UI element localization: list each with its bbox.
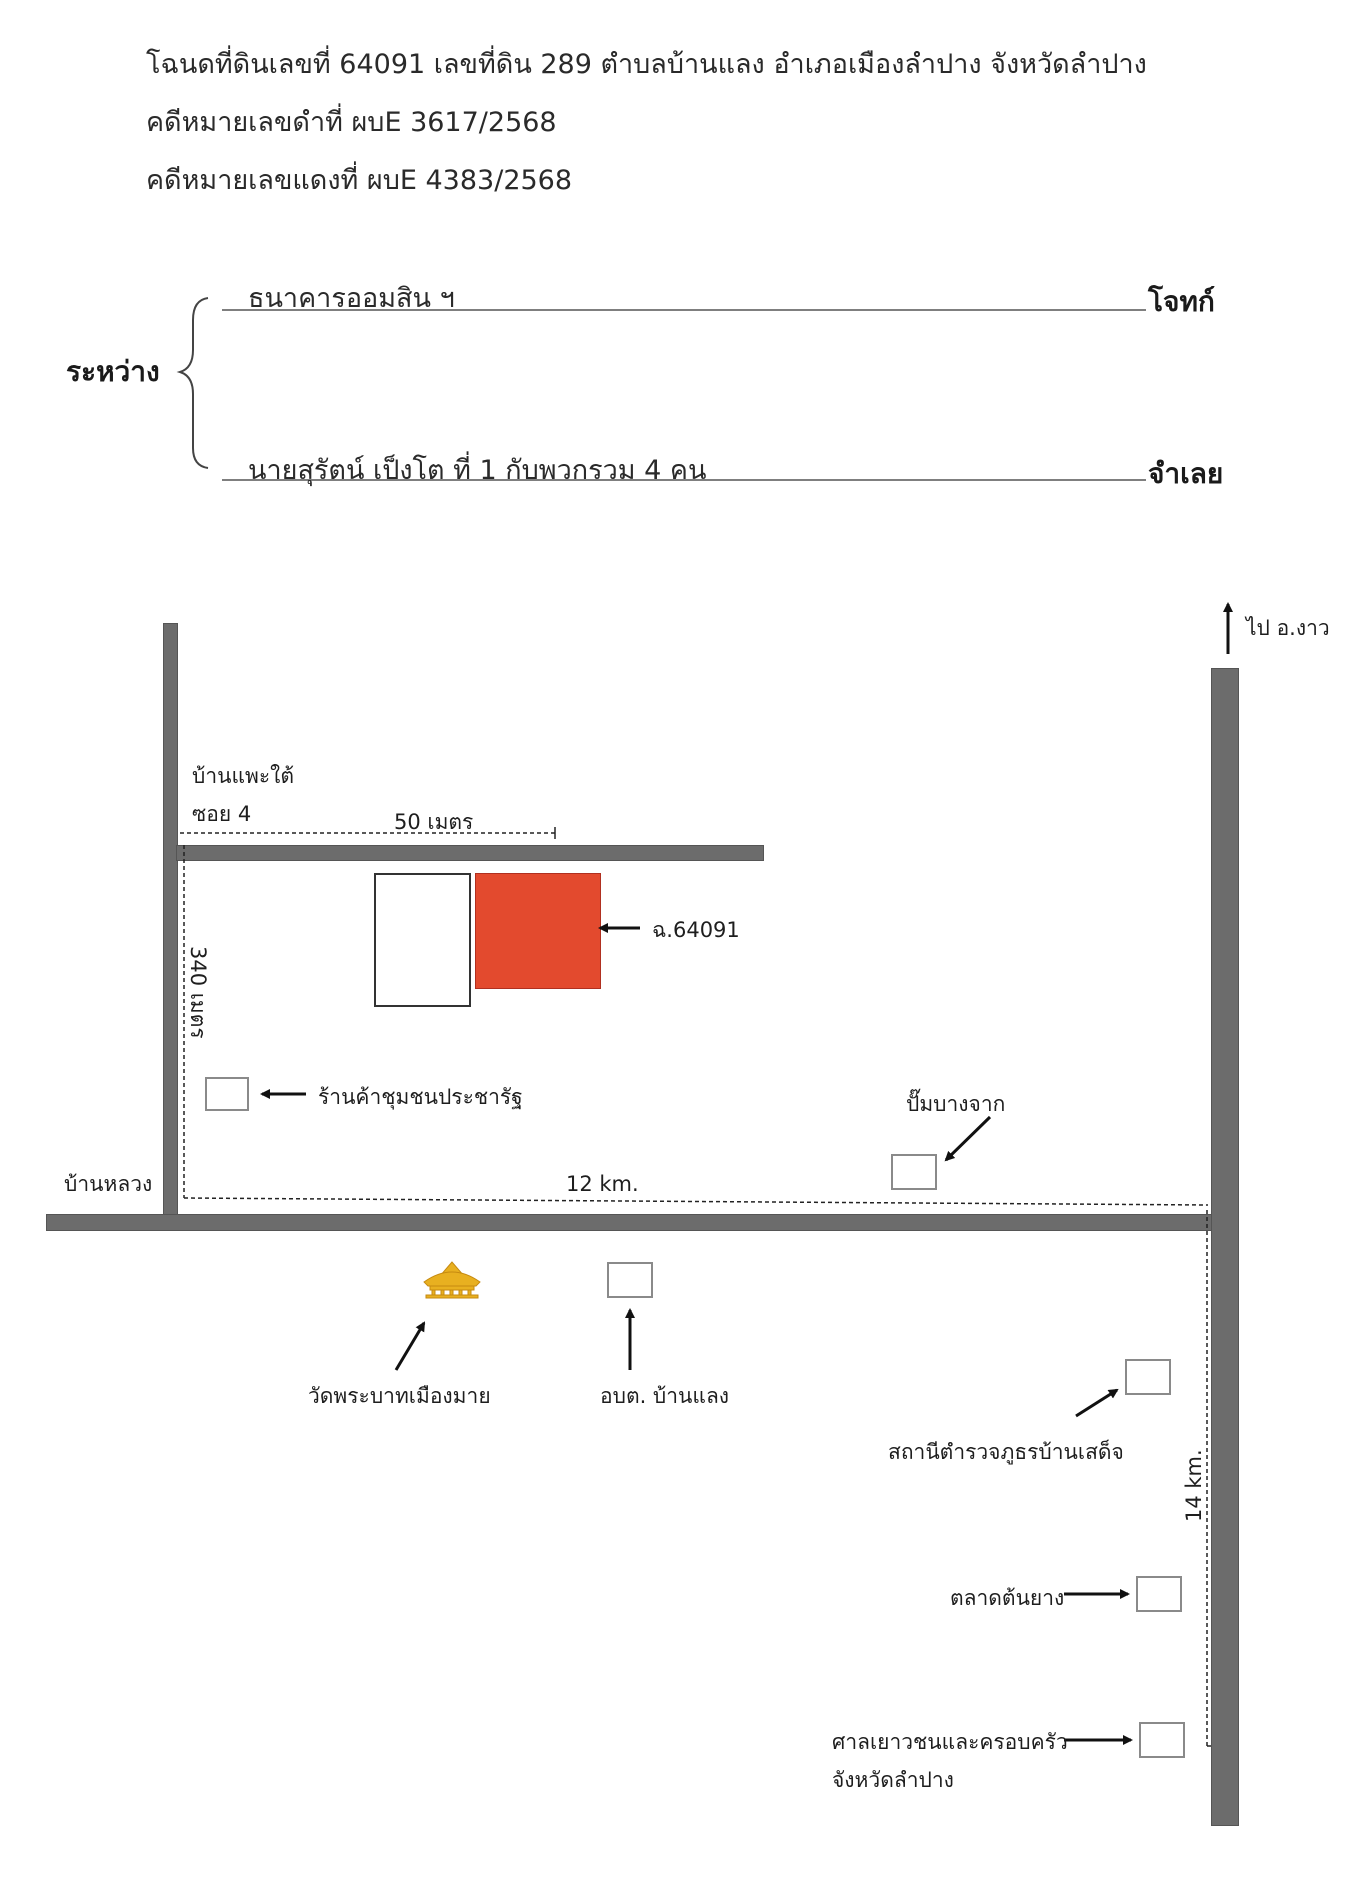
black-case-number: คดีหมายเลขดำที่ ผบE 3617/2568 [146,107,557,138]
highway-right-vertical [1211,668,1239,1826]
tao-label: อบต. บ้านแลง [600,1384,730,1408]
between-label: ระหว่าง [66,355,160,388]
court-box [1139,1722,1185,1758]
distance-soi-label: 50 เมตร [394,810,474,834]
court-label-line1: ศาลเยาวชนและครอบครัว [832,1730,1068,1754]
soi-name-line2: ซอย 4 [192,802,252,826]
market-label: ตลาดต้นยาง [950,1586,1065,1610]
arrow-to-temple-icon [394,1321,426,1371]
temple-label: วัดพระบาทเมืองมาย [308,1384,491,1408]
direction-label: ไป อ.งาว [1246,616,1330,640]
neighbor-plot [374,873,471,1007]
defendant-name: นายสุรัตน์ เป็งโต ที่ 1 กับพวกรวม 4 คน [248,455,707,486]
gas-station-box [891,1154,937,1190]
soi-name-line1: บ้านแพะใต้ [192,764,295,788]
arrow-to-police-icon [1075,1388,1119,1418]
plaintiff-role: โจทก์ [1148,285,1215,318]
target-plot-64091 [475,873,601,989]
deed-label: ฉ.64091 [652,918,740,942]
tao-box [607,1262,653,1298]
village-label: บ้านหลวง [64,1172,153,1196]
market-box [1136,1576,1182,1612]
dim-12km [183,1197,1209,1206]
road-main-horizontal [46,1214,1225,1231]
road-left-vertical [163,623,178,1222]
shop-box [205,1077,249,1111]
shop-label: ร้านค้าชุมชนประชารัฐ [318,1085,523,1109]
distance-highway-label: 14 km. [1182,1449,1206,1522]
court-label-line2: จังหวัดลำปาง [832,1768,954,1792]
defendant-role: จำเลย [1148,457,1224,490]
police-box [1125,1359,1171,1395]
gas-station-label: ปั๊มบางจาก [906,1092,1006,1116]
plaintiff-name: ธนาคารออมสิน ฯ [248,283,455,314]
police-label: สถานีตำรวจภูธรบ้านเสด็จ [888,1440,1124,1464]
distance-side-label: 340 เมตร [186,946,210,1039]
temple-icon [423,1261,481,1299]
distance-main-label: 12 km. [566,1172,639,1196]
red-case-number: คดีหมายเลขแดงที่ ผบE 4383/2568 [146,165,573,196]
deed-line: โฉนดที่ดินเลขที่ 64091 เลขที่ดิน 289 ตำบ… [146,49,1147,80]
brace [176,297,209,469]
road-soi-4 [176,845,764,861]
arrow-to-gas-station-icon [944,1115,992,1162]
